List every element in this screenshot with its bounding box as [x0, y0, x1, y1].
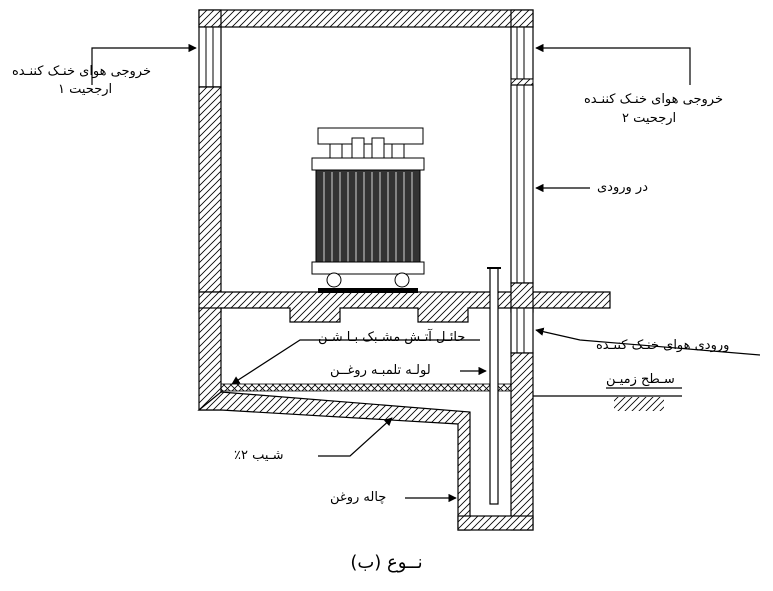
oil-pit-bottom	[457, 515, 534, 531]
label-exhaust-2-title: خروجی هوای خنـک کننـده	[584, 92, 723, 107]
transformer	[311, 127, 425, 288]
label-entrance-door: در ورودی	[597, 180, 648, 195]
roof-slab	[198, 9, 534, 28]
label-fire-barrier: حائـل آتـش مشـبک بـا شـن	[318, 330, 466, 345]
label-cooling-air-inlet: ورودی هوای خنـک کننـده	[596, 338, 730, 353]
arrow-slope	[318, 417, 393, 457]
arrow-fire-barrier	[231, 339, 480, 385]
label-exhaust-1-title: خروجی هوای خنـک کننـده	[12, 64, 151, 79]
label-ground-level: سـطح زمیـن	[606, 372, 675, 387]
pointer-arrows	[91, 43, 761, 503]
oil-pump-pipe	[487, 267, 501, 505]
ground-symbol	[533, 395, 682, 411]
left-wall	[198, 26, 222, 293]
floor-slab	[198, 282, 611, 323]
arrow-exhaust-2	[535, 43, 691, 85]
label-exhaust-2-priority: ارجحیت ۲	[622, 111, 677, 126]
label-oil-pit: چاله روغن	[330, 490, 387, 505]
fire-barrier-gravel	[220, 383, 512, 392]
basement-right-wall	[510, 307, 534, 531]
label-oil-pump-pipe: لولـه تلمبـه روغــن	[330, 363, 431, 378]
figure-caption: نــوع (ب)	[350, 552, 423, 573]
label-slope: شـیب ۲٪	[234, 448, 284, 463]
right-wall	[510, 26, 534, 284]
label-exhaust-1-priority: ارجحیت ۱	[58, 82, 113, 97]
arrow-exhaust-1	[91, 43, 197, 85]
arrow-air-inlet	[535, 327, 761, 356]
